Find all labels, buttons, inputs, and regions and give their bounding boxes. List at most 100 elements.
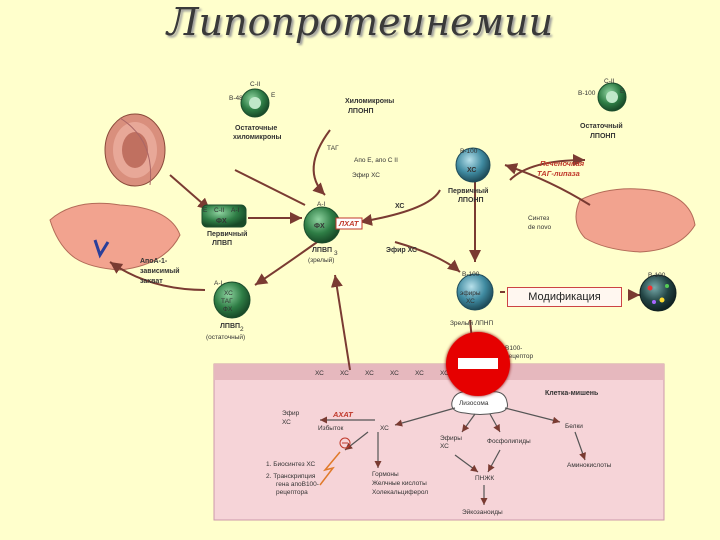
label-c2-top: C-II — [604, 78, 615, 85]
lipoprotein-particle-icon — [240, 88, 270, 118]
lipoprotein-particle-icon — [455, 147, 491, 183]
membrane-xc: ХС — [365, 370, 374, 377]
pool-xc: ХС — [380, 425, 389, 432]
hdl2-core-xc: ХС — [224, 290, 233, 297]
target-cell-panel — [213, 363, 665, 521]
de-novo-label-2: de novo — [528, 224, 552, 231]
lipoprotein-particle-icon — [597, 82, 627, 112]
lipoprotein-particle-icon — [639, 274, 677, 312]
vldl-remnant-label-1: Остаточный — [580, 122, 623, 130]
hdl3-fx: ФХ — [314, 223, 325, 230]
hdl2-core-tag: ТАГ — [221, 298, 233, 305]
target-cell-label: Клетка-мишень — [545, 390, 599, 397]
receptor-label-1: B100- — [505, 345, 522, 352]
phospholipids-label: Фосфолипиды — [487, 438, 531, 445]
ester-xc-label-1: Эфир ХС — [352, 172, 380, 179]
minus-sign-icon — [446, 332, 510, 396]
label-b100-top: B-100 — [578, 90, 596, 97]
ester-pool-1: Эфир — [282, 410, 300, 417]
eicosanoids-label: Эйкозаноиды — [462, 508, 503, 516]
hepatic-lipase-label-1: Печеночная — [540, 159, 585, 168]
lcat-box — [335, 217, 363, 230]
membrane-xc: ХС — [340, 370, 349, 377]
hdl3-label: ЛПВП — [312, 247, 332, 254]
hdl2-core-fx: ФХ — [223, 306, 233, 313]
primary-vldl-label-2: ЛПОНП — [458, 197, 483, 204]
label-e: E — [271, 92, 276, 99]
tag-label: ТАГ — [327, 145, 339, 152]
receptor-label-2: рецептор — [505, 353, 534, 360]
hepatic-lipase-label-2: ТАГ-липаза — [537, 169, 580, 178]
hdl-a1: A-I — [231, 207, 240, 214]
cell-arrows — [320, 407, 586, 505]
apoa1-capture-3: захват — [140, 278, 163, 285]
apoa1-capture-1: АпоA-1- — [140, 258, 168, 265]
esters-xc-2: ХС — [440, 443, 449, 450]
excess-label: Избыток — [318, 424, 343, 432]
ester-pool-2: ХС — [282, 419, 291, 426]
cell-membrane — [214, 364, 664, 380]
chylo-remnant-label-1: Остаточные — [235, 125, 277, 132]
apoa1-capture-2: зависимый — [140, 267, 180, 275]
label-e-top: E — [620, 88, 625, 95]
mature-label: (зрелый) — [308, 256, 334, 264]
label-b48: B-48 — [229, 95, 243, 102]
product-2: Желчные кислоты — [372, 480, 427, 487]
ester-xc-label-2: Эфир ХС — [386, 247, 417, 254]
de-novo-label-1: Синтез — [528, 215, 549, 222]
lipoprotein-particle-icon — [201, 204, 247, 228]
pathway-arrows — [109, 129, 640, 371]
receptor-icon — [93, 239, 110, 259]
effect-3: гена апоB100- — [276, 481, 319, 488]
hdl3-a1: A-I — [317, 201, 326, 208]
chylo-remnant-label-2: хиломикроны — [233, 134, 281, 141]
vldl-remnant-label-2: ЛПОНП — [590, 133, 615, 140]
modification-label: Модификация — [507, 287, 622, 307]
hdl-e: E — [203, 207, 208, 214]
residual-label: (остаточный) — [206, 333, 245, 341]
hdl2-sub: 2 — [240, 326, 244, 333]
page-title: Липопротеинемии — [166, 0, 554, 44]
liver-icon — [575, 188, 696, 253]
membrane-xc: ХС — [415, 370, 424, 377]
lipoprotein-particle-icon — [456, 273, 494, 311]
membrane-xc: ХС — [440, 370, 449, 377]
hdl2-label: ЛПВП — [220, 323, 240, 330]
b100-label: B-100 — [460, 148, 478, 155]
vldl-label: ЛПОНП — [348, 108, 373, 115]
product-1: Гормоны — [372, 471, 399, 478]
xc-mid: ХС — [395, 203, 404, 210]
product-3: Холекальциферол — [372, 489, 428, 496]
hdl-c2: C-II — [214, 207, 225, 214]
liver-icon — [49, 202, 181, 271]
membrane-xc: ХС — [390, 370, 399, 377]
lipoprotein-particle-icon — [213, 281, 251, 319]
amino-acids-label: Аминокислоты — [567, 462, 612, 469]
effect-4: рецептора — [276, 489, 308, 496]
ldl-core-2: ХС — [466, 298, 475, 305]
effect-2: 2. Транскрипция — [266, 473, 316, 480]
hdl3-sub: 3 — [334, 250, 338, 257]
pufa-label: ПНЖК — [475, 475, 494, 482]
mature-ldl-label: Зрелый ЛПНП — [450, 319, 493, 327]
lysosome-label: Лизосома — [459, 400, 489, 407]
mod-ldl-b100: B-100 — [648, 272, 666, 279]
lcat-label: ЛХАТ — [338, 219, 360, 228]
apo-e-c2-label: Апо E, апо C II — [354, 157, 398, 164]
primary-hdl-label-2: ЛПВП — [212, 240, 232, 247]
effect-1: 1. Биосинтез ХС — [266, 461, 315, 468]
hdl2-a1: A-I — [214, 280, 223, 287]
vldl-core-xc: ХС — [467, 167, 476, 174]
membrane-xc: ХС — [315, 370, 324, 377]
chylo-label: Хиломикроны — [345, 98, 394, 105]
primary-hdl-label-1: Первичный — [207, 230, 247, 238]
hdl-fx: ФХ — [216, 218, 227, 225]
ldl-b100: B-100 — [462, 271, 480, 278]
esters-xc-1: Эфиры — [440, 435, 462, 442]
proteins-label: Белки — [565, 423, 583, 430]
ldl-core-1: эфиры — [460, 290, 481, 297]
label-c2: C-II — [250, 81, 261, 88]
artery-icon — [104, 113, 166, 187]
inhibition-icon — [319, 437, 351, 486]
